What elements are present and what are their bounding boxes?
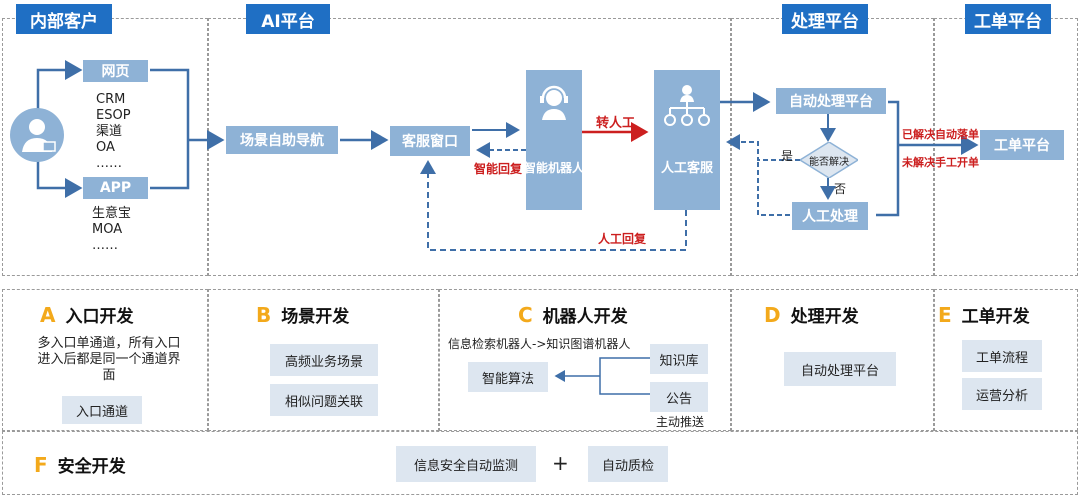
plus-sign: + bbox=[552, 451, 569, 475]
header-ai: AI平台 bbox=[246, 4, 330, 34]
app-box: APP bbox=[83, 177, 148, 199]
to-human-label: 转人工 bbox=[596, 116, 636, 131]
web-item: …… bbox=[96, 156, 122, 171]
ticket-flow-box: 工单流程 bbox=[962, 340, 1042, 372]
app-item: MOA bbox=[92, 222, 123, 237]
user-avatar-icon bbox=[10, 108, 64, 162]
dev-e-zone bbox=[934, 289, 1078, 431]
smart-robot-label: 智能机器人 bbox=[524, 161, 585, 175]
dev-f-zone bbox=[2, 431, 1078, 495]
web-item: ESOP bbox=[96, 108, 131, 123]
dev-a-title-text: 入口开发 bbox=[65, 307, 134, 327]
dev-b-title: B 场景开发 bbox=[256, 302, 350, 328]
dev-b-title-text: 场景开发 bbox=[281, 307, 350, 327]
dev-d-zone bbox=[731, 289, 934, 431]
dev-f-title-text: 安全开发 bbox=[57, 457, 126, 477]
entry-channel-box: 入口通道 bbox=[62, 396, 142, 424]
web-items-list: CRM ESOP 渠道 OA …… bbox=[96, 92, 131, 172]
app-item: 生意宝 bbox=[92, 206, 132, 221]
dev-d-title: D 处理开发 bbox=[764, 302, 859, 328]
app-items-list: 生意宝 MOA …… bbox=[92, 206, 131, 254]
dev-a-desc: 多入口单通道，所有入口进入后都是同一个通道界面 bbox=[37, 336, 181, 383]
dev-c-title: C 机器人开发 bbox=[518, 302, 628, 328]
auto-qc-box: 自动质检 bbox=[588, 446, 668, 482]
decision-no-label: 否 bbox=[834, 182, 847, 196]
smart-robot-box: 智能机器人 bbox=[524, 70, 585, 210]
dev-a-letter: A bbox=[40, 302, 56, 327]
ops-analysis-box: 运营分析 bbox=[962, 378, 1042, 410]
header-processing: 处理平台 bbox=[782, 4, 868, 34]
decision-diamond: 能否解决 bbox=[798, 141, 860, 179]
web-item: CRM bbox=[96, 92, 126, 107]
dev-a-zone bbox=[2, 289, 208, 431]
web-item: OA bbox=[96, 140, 115, 155]
dev-c-letter: C bbox=[518, 302, 533, 327]
header-ticket: 工单平台 bbox=[965, 4, 1051, 34]
security-monitor-box: 信息安全自动监测 bbox=[396, 446, 536, 482]
dev-f-letter: F bbox=[34, 452, 48, 477]
solved-auto-label: 已解决自动落单 bbox=[902, 128, 979, 141]
similar-question-box: 相似问题关联 bbox=[270, 384, 378, 416]
dev-c-note: 信息检索机器人->知识图谱机器人 bbox=[448, 337, 631, 351]
notice-box: 公告 bbox=[650, 382, 708, 412]
auto-process-dev-box: 自动处理平台 bbox=[784, 352, 896, 386]
org-chart-icon bbox=[664, 85, 710, 126]
robot-headset-icon bbox=[540, 85, 568, 120]
human-reply-label: 人工回复 bbox=[598, 232, 647, 246]
high-freq-scene-box: 高频业务场景 bbox=[270, 344, 378, 376]
dev-c-title-text: 机器人开发 bbox=[542, 307, 628, 327]
dev-e-title: E 工单开发 bbox=[938, 302, 1030, 328]
decision-yes-label: 是 bbox=[781, 149, 794, 163]
human-cs-label: 人工客服 bbox=[660, 161, 713, 176]
web-item: 渠道 bbox=[96, 124, 123, 139]
dev-d-letter: D bbox=[764, 302, 781, 327]
app-item: …… bbox=[92, 238, 118, 253]
dev-b-zone bbox=[208, 289, 439, 431]
knowledge-base-box: 知识库 bbox=[650, 344, 708, 374]
dev-e-letter: E bbox=[938, 302, 952, 327]
dev-d-title-text: 处理开发 bbox=[790, 307, 859, 327]
human-cs-box: 人工客服 bbox=[654, 70, 720, 210]
dev-f-title: F 安全开发 bbox=[34, 452, 126, 478]
auto-platform-box: 自动处理平台 bbox=[776, 88, 886, 114]
active-push-label: 主动推送 bbox=[656, 415, 705, 429]
dev-b-letter: B bbox=[256, 302, 272, 327]
ticket-platform-box: 工单平台 bbox=[980, 130, 1064, 160]
dev-a-title: A 入口开发 bbox=[40, 302, 134, 328]
dev-c-zone bbox=[439, 289, 731, 431]
cs-window-box: 客服窗口 bbox=[390, 126, 470, 156]
manual-process-box: 人工处理 bbox=[792, 202, 868, 230]
smart-reply-label: 智能回复 bbox=[474, 162, 523, 176]
unsolved-manual-label: 未解决手工开单 bbox=[902, 156, 979, 169]
web-box: 网页 bbox=[83, 60, 148, 82]
dev-e-title-text: 工单开发 bbox=[961, 307, 1030, 327]
smart-algorithm-box: 智能算法 bbox=[468, 362, 548, 392]
decision-label: 能否解决 bbox=[809, 157, 849, 168]
header-internal: 内部客户 bbox=[16, 4, 112, 34]
scene-nav-box: 场景自助导航 bbox=[226, 126, 338, 154]
